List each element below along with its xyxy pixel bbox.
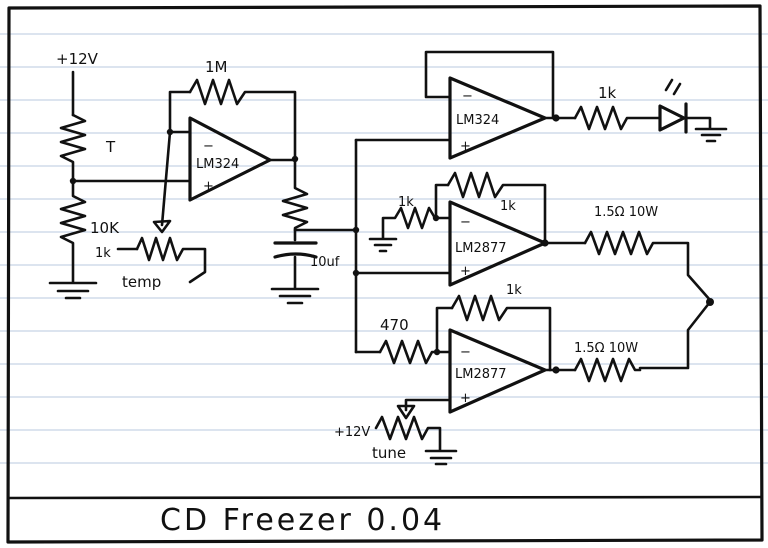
power-amp-1: − + (368, 171, 712, 302)
amp1-in-label: 1k (398, 195, 414, 210)
opamp2-minus: − (462, 89, 473, 104)
ground-2 (270, 287, 320, 305)
opamp2-plus: + (460, 139, 471, 154)
ground-1 (48, 281, 98, 300)
footer-title: CD Freezer 0.04 (160, 503, 445, 538)
pot-temp-value: 1k (95, 246, 111, 261)
thermistor-label: T (105, 138, 116, 156)
opamp2-label: LM324 (456, 113, 499, 128)
amp2-minus: − (460, 345, 471, 360)
sensor-divider (48, 70, 192, 300)
resistor-amp2-fb (450, 294, 552, 372)
signal-bus (352, 138, 452, 354)
led-res-label: 1k (598, 84, 617, 102)
opamp1-minus: − (203, 139, 214, 154)
resistor-1m (188, 78, 297, 160)
resistor-led (573, 105, 662, 131)
labels: +12V T 10K 1k temp LM324 1M 10uf LM324 1… (56, 50, 658, 462)
led-driver: − + (424, 50, 728, 160)
amp1-plus: + (460, 264, 471, 279)
resistor-amp1-fb (446, 171, 547, 245)
temp-pot (135, 236, 207, 284)
power-amp-2: − + (374, 294, 642, 466)
led (658, 104, 686, 132)
amp1-minus: − (460, 215, 471, 230)
resistor-amp1-out (583, 230, 712, 302)
comparator-opamp: − + (116, 78, 299, 284)
amp2-out-label: 1.5Ω 10W (574, 341, 638, 356)
amp2-label: LM2877 (455, 367, 507, 382)
ruled-lines (0, 33, 768, 464)
rc-filter (270, 158, 360, 305)
resistor-amp2-out (573, 357, 642, 383)
feedback-label: 1M (205, 58, 228, 76)
resistor-output (281, 158, 309, 242)
opamp1-plus: + (203, 179, 214, 194)
opamp1-label: LM324 (196, 157, 239, 172)
amp2-fb-label: 1k (506, 283, 522, 298)
tune-pot (374, 415, 442, 452)
ground-4 (368, 237, 398, 253)
resistor-10k (59, 178, 87, 284)
ground-3 (694, 127, 728, 143)
r-bottom-label: 10K (90, 219, 120, 237)
cap-label: 10uf (310, 255, 340, 270)
ground-5 (424, 449, 458, 466)
tune-label: tune (372, 444, 406, 462)
thermistor (59, 113, 87, 182)
tune-supply-label: +12V (334, 425, 370, 440)
amp2-plus: + (460, 391, 471, 406)
amp1-out-label: 1.5Ω 10W (594, 205, 658, 220)
output-junction (638, 298, 714, 370)
resistor-amp2-in (378, 339, 452, 365)
pot-temp-label: temp (122, 273, 161, 291)
resistor-amp1-in (381, 206, 437, 240)
supply-top-label: +12V (56, 50, 99, 68)
amp1-fb-label: 1k (500, 199, 516, 214)
amp1-label: LM2877 (455, 241, 507, 256)
border-frame (6, 4, 764, 544)
amp2-in-label: 470 (380, 316, 409, 334)
